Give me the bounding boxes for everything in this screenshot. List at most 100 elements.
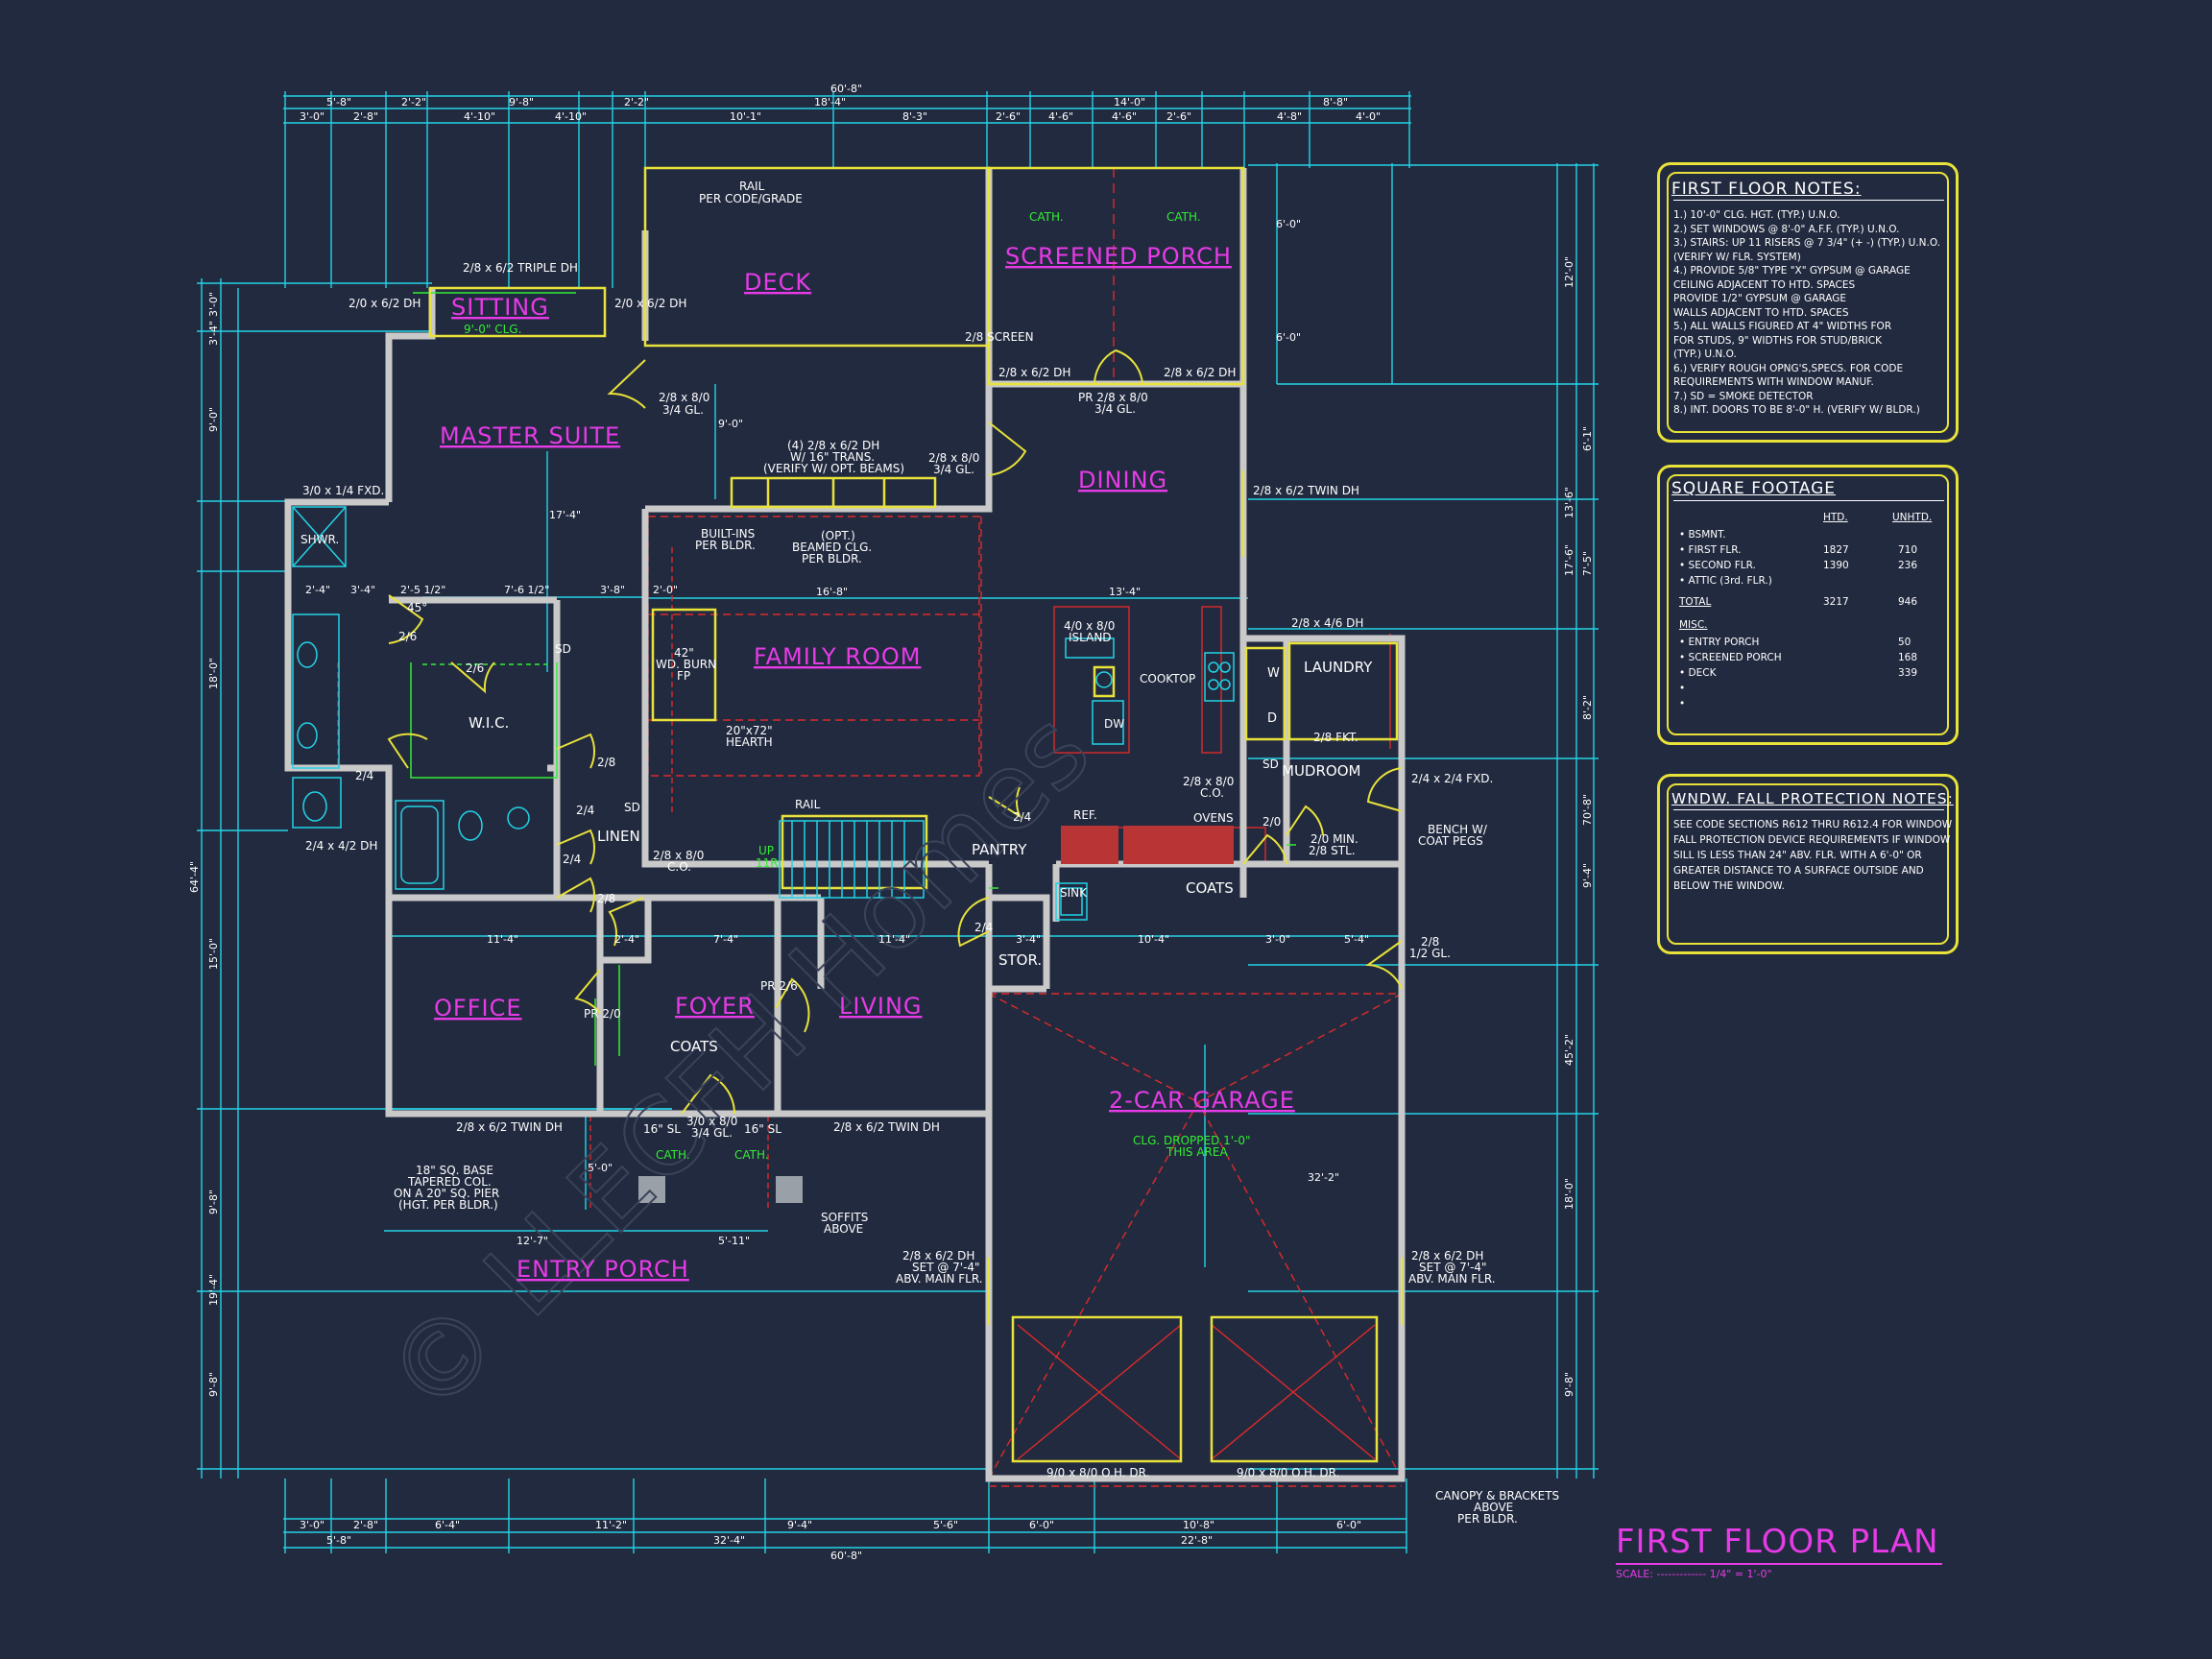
sqft-row-unhtd: 946: [1898, 596, 1918, 608]
note-line: CEILING ADJACENT TO HTD. SPACES: [1673, 278, 1856, 291]
hearth-label-1: 20"x72": [726, 724, 773, 737]
cooktop-label: COOKTOP: [1140, 672, 1195, 685]
sqft-title: SQUARE FOOTAGE: [1671, 479, 1837, 498]
sqft-row: • BSMNT.: [1679, 529, 1942, 542]
dim-label: 7'-5": [1581, 551, 1594, 576]
room-screened-porch: SCREENED PORCH: [1005, 243, 1232, 270]
dim-label: 9'-8": [1563, 1372, 1575, 1397]
dh-porch-left-label: 2/8 x 6/2 DH: [998, 366, 1070, 379]
garage-dh-left-3: ABV. MAIN FLR.: [896, 1272, 983, 1286]
dim-label: 9'-0": [718, 418, 743, 430]
canopy-label-3: PER BLDR.: [1457, 1512, 1518, 1526]
fp-label-1: 42": [674, 646, 694, 660]
dim-label: 45'-2": [1563, 1034, 1575, 1066]
col-label-1: 18" SQ. BASE: [416, 1164, 493, 1177]
dim-label: 4'-10": [464, 110, 495, 123]
dim-label: 6'-0": [1276, 218, 1301, 230]
dim-label: 16'-8": [816, 586, 848, 598]
svg-text:© LLECFH Homes: © LLECFH Homes: [363, 688, 1113, 1438]
dim-label: 2'-8": [353, 1519, 378, 1531]
sqft-col-unhtd: UNHTD.: [1892, 512, 1933, 523]
sqft-row: MISC.: [1679, 619, 1942, 633]
door-24c-label: 2/4: [563, 853, 581, 866]
room-laundry: LAUNDRY: [1304, 659, 1373, 676]
front-door-label: 3/0 x 8/0: [686, 1115, 737, 1128]
note-line: 7.) SD = SMOKE DETECTOR: [1673, 390, 1814, 402]
fxd-3014-label: 3/0 x 1/4 FXD.: [302, 484, 384, 497]
dim-label: 2'-6": [996, 110, 1021, 123]
door-24b-label: 2/4: [576, 804, 594, 817]
beam-label-2: BEAMED CLG.: [792, 541, 872, 554]
screen-door-label: 2/8 SCREEN: [965, 330, 1034, 344]
dim-label: 11'-4": [487, 933, 518, 946]
sqft-row-label: • FIRST FLR.: [1679, 544, 1742, 556]
bench-label-2: COAT PEGS: [1418, 834, 1483, 848]
door-24d-label: 2/4: [1013, 810, 1031, 824]
twin-dh-office-label: 2/8 x 6/2 TWIN DH: [456, 1120, 563, 1134]
dim-label: 9'-4": [787, 1519, 812, 1531]
room-pantry: PANTRY: [972, 841, 1027, 858]
dim-label: 6'-0": [1336, 1519, 1361, 1531]
sqft-row-htd: 1827: [1823, 544, 1849, 556]
dim-label: 8'-2": [1581, 695, 1594, 720]
green-lines: [410, 292, 1296, 1066]
room-coats-mud: COATS: [1186, 879, 1234, 897]
dim-label: 2'-5 1/2": [400, 584, 445, 596]
rail-code-label: PER CODE/GRADE: [699, 192, 803, 205]
dim-label: 4'-0": [1356, 110, 1381, 123]
hearth-label-2: HEARTH: [726, 735, 773, 749]
sqft-row-htd: 1390: [1823, 560, 1849, 571]
window-note-line: GREATER DISTANCE TO A SURFACE OUTSIDE AN…: [1673, 865, 1924, 877]
min-label-2: 2/8 STL.: [1309, 844, 1356, 857]
island-label-2: ISLAND: [1069, 631, 1112, 644]
dim-label: 6'-0": [1029, 1519, 1054, 1531]
note-line: WALLS ADJACENT TO HTD. SPACES: [1673, 306, 1849, 319]
dim-label: 3'-4": [1016, 933, 1041, 946]
room-garage: 2-CAR GARAGE: [1109, 1087, 1295, 1114]
dim-label: 3'-4": [350, 584, 375, 596]
note-line: 1.) 10'-0" CLG. HGT. (TYP.) U.N.O.: [1673, 209, 1840, 221]
dim-label: 11'-2": [595, 1519, 627, 1531]
dim-label: 10'-1": [730, 110, 761, 123]
dim-label: 5'-6": [933, 1519, 958, 1531]
dim-label: 4'-6": [1112, 110, 1137, 123]
door-pr26-label: PR 2/6: [760, 979, 798, 993]
fixtures: [292, 506, 1235, 921]
room-foyer: FOYER: [675, 993, 755, 1020]
dims-interior: 16'-8"13'-4"7'-6 1/2"3'-8"2'-0"2'-4"3'-4…: [305, 218, 1369, 1247]
dims-bottom-row2: 5'-8"32'-4"22'-8": [326, 1534, 1213, 1547]
sqft-row: • FIRST FLR. 1827 710: [1679, 544, 1942, 558]
window-note-line: SEE CODE SECTIONS R612 THRU R612.4 FOR W…: [1673, 819, 1953, 830]
door-26b-label: 2/6: [466, 661, 484, 675]
dim-label: 6'-1": [1581, 426, 1594, 451]
dim-label: 18'-0": [207, 658, 220, 689]
window-note-line: BELOW THE WINDOW.: [1673, 880, 1785, 892]
sqft-row-unhtd: 710: [1898, 544, 1918, 556]
sqft-row-label: • ATTIC (3rd. FLR.): [1679, 575, 1772, 587]
dim-label: 3'-0": [207, 292, 220, 317]
sitting-clg-label: 9'-0" CLG.: [464, 323, 521, 336]
dim-label: 9'-0": [207, 407, 220, 432]
dh-2442-label: 2/4 x 4/2 DH: [305, 839, 377, 853]
sink-label: SINK: [1060, 886, 1088, 900]
sqft-row: •: [1679, 698, 1942, 711]
note-line: (TYP.) U.N.O.: [1673, 349, 1737, 360]
dim-label: 32'-2": [1308, 1171, 1339, 1184]
dim-label: 10'-8": [1183, 1519, 1214, 1531]
beam-label-1: (OPT.): [821, 529, 855, 542]
col-label-3: ON A 20" SQ. PIER: [394, 1187, 499, 1200]
twin-dh-living-label: 2/8 x 6/2 TWIN DH: [833, 1120, 940, 1134]
dim-label: 5'-4": [1344, 933, 1369, 946]
right-overall-dim: 70'-8": [1581, 794, 1594, 826]
co-label-2b: C.O.: [667, 860, 691, 874]
dim-label: 3'-0": [1265, 933, 1290, 946]
dim-label: 17'-4": [549, 509, 581, 521]
dryer-label: D: [1267, 711, 1277, 726]
sqft-row: •: [1679, 683, 1942, 696]
door-24e-label: 2/4: [974, 921, 993, 934]
dim-label: 32'-4": [713, 1534, 745, 1547]
co-label-1: 2/8 x 8/0: [1183, 775, 1234, 788]
plan-scale: SCALE: ------------- 1/4" = 1'-0": [1616, 1568, 1772, 1580]
dh-right-label: 2/0 x 6/2 DH: [614, 297, 686, 310]
